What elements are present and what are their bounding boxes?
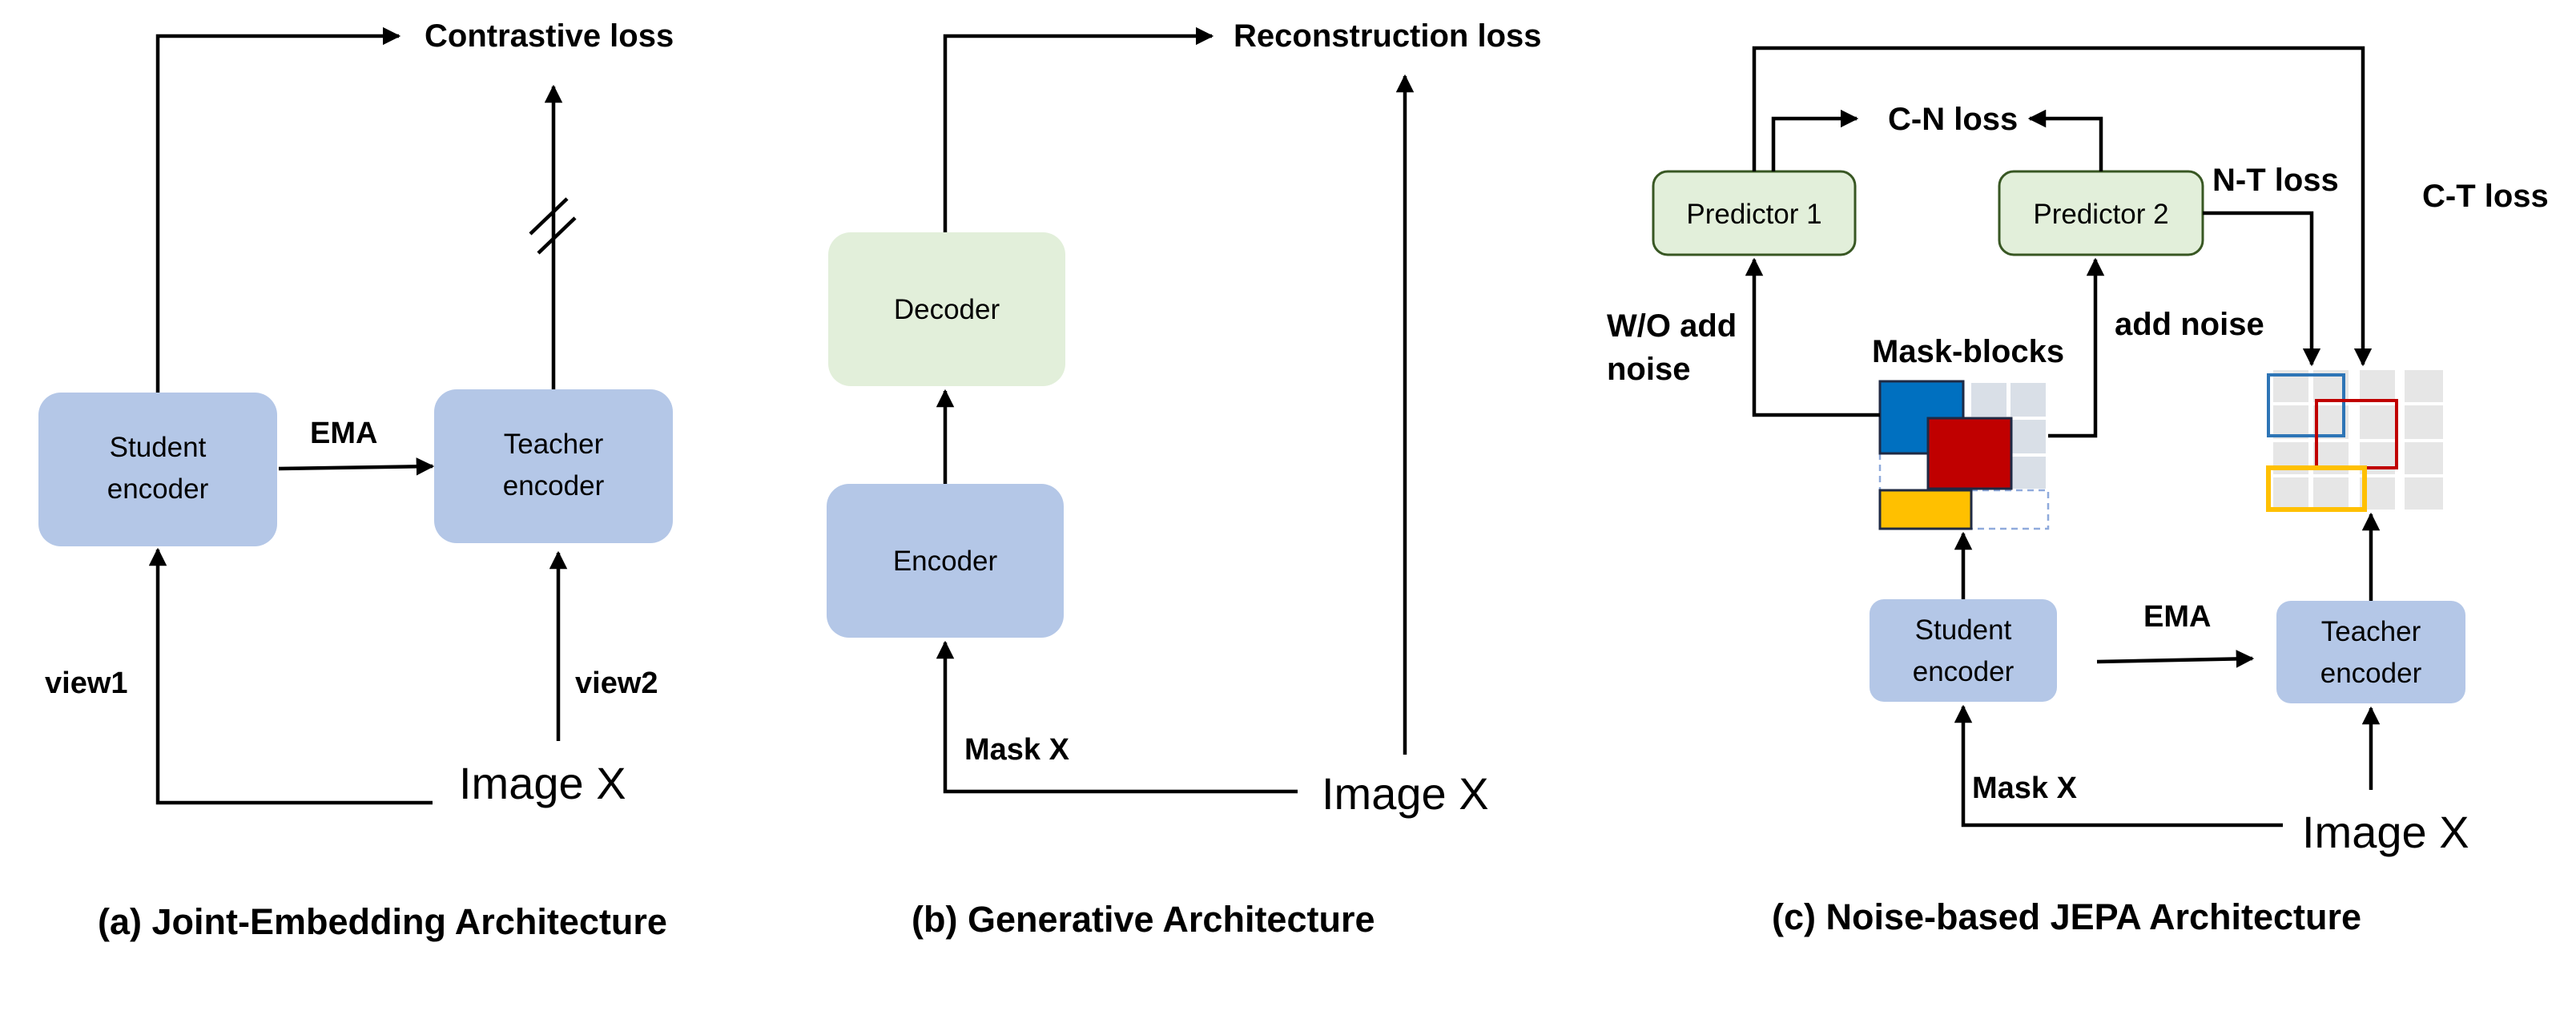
target-grid-cell <box>2313 477 2349 510</box>
panel-b: Decoder Encoder Reconstruction loss Mask… <box>827 18 1542 940</box>
wo-noise-label-line1: W/O add <box>1607 308 1737 344</box>
student-encoder-label-line1: Student <box>110 432 207 463</box>
image-to-student-edge <box>148 547 433 805</box>
mask-x-label: Mask X <box>964 733 1070 767</box>
mask-to-predictor2-edge <box>2048 257 2105 438</box>
target-grid-cell <box>2405 477 2443 510</box>
target-grid-cell <box>2405 370 2443 402</box>
mask-blocks-grid <box>1878 380 2050 530</box>
predictor2-to-target-edge <box>2203 211 2321 367</box>
target-outline-blue <box>2267 373 2345 437</box>
decoder-node <box>828 232 1065 386</box>
mask-grid-cell <box>2010 457 2046 489</box>
mask-grid-cell <box>2010 420 2046 453</box>
ct-loss-label: C-T loss <box>2422 179 2549 214</box>
caption-b: (b) Generative Architecture <box>912 899 1375 940</box>
mask-blocks-label: Mask-blocks <box>1872 334 2064 369</box>
mask-x-label-c: Mask X <box>1972 771 2078 805</box>
caption-a: (a) Joint-Embedding Architecture <box>98 901 667 942</box>
mask-grid-empty-cell <box>1970 489 2050 530</box>
view2-label: view2 <box>575 667 658 700</box>
student-encoder-c-line1: Student <box>1915 614 2012 646</box>
stop-gradient-slash-1 <box>529 197 569 236</box>
teacher-encoder-c-line2: encoder <box>2320 658 2422 689</box>
teacher-encoder-label-line2: encoder <box>503 470 605 501</box>
target-grid <box>2266 370 2443 512</box>
teacher-encoder-c-line1: Teacher <box>2321 616 2421 647</box>
student-to-loss-edge <box>155 26 401 393</box>
mask-to-predictor1-edge <box>1745 257 1880 417</box>
cn-loss-label: C-N loss <box>1888 102 2018 137</box>
student-encoder-label-line2: encoder <box>107 473 209 505</box>
teacher-encoder-node <box>434 389 673 543</box>
panel-c: Predictor 1 Predictor 2 C-N loss N-T los… <box>1607 46 2549 937</box>
student-encoder-node <box>38 393 277 546</box>
caption-c: (c) Noise-based JEPA Architecture <box>1772 896 2361 937</box>
wo-noise-label-line2: noise <box>1607 352 1690 387</box>
target-outline-yellow <box>2266 465 2367 512</box>
image-x-label-c: Image X <box>2302 807 2469 857</box>
target-grid-cell <box>2360 405 2395 439</box>
contrastive-loss-label: Contrastive loss <box>425 18 674 54</box>
predictor1-to-cn-loss-edge <box>1771 109 1859 171</box>
nt-loss-label: N-T loss <box>2212 163 2339 198</box>
student-encoder-c-line2: encoder <box>1913 656 2015 687</box>
ema-label-c: EMA <box>2143 600 2211 634</box>
predictor2-to-cn-loss-edge <box>2027 109 2103 171</box>
image-x-label-b: Image X <box>1322 768 1489 819</box>
mask-block-red <box>1926 417 2013 490</box>
reconstruction-loss-label: Reconstruction loss <box>1234 18 1542 54</box>
target-grid-cell <box>2405 442 2443 474</box>
panel-a: Student encoder Teacher encoder Contrast… <box>38 18 674 942</box>
image-to-student-c-edge <box>1954 704 2283 828</box>
mask-grid-cell <box>2010 383 2046 417</box>
mask-grid-cell <box>1971 383 2006 417</box>
student-to-target-ct-edge <box>1752 46 2373 367</box>
ema-edge-c <box>2096 650 2255 668</box>
student-encoder-node-c <box>1870 599 2057 702</box>
teacher-encoder-label-line1: Teacher <box>504 429 604 460</box>
image-x-label: Image X <box>459 758 626 808</box>
teacher-encoder-node-c <box>2276 601 2465 703</box>
stop-gradient-slash-2 <box>537 216 577 255</box>
ema-edge <box>278 457 435 476</box>
decoder-to-loss-edge <box>943 26 1214 232</box>
add-noise-label: add noise <box>2115 307 2264 342</box>
decoder-label: Decoder <box>894 294 1000 325</box>
target-grid-cell <box>2273 477 2308 510</box>
image-to-encoder-edge <box>936 640 1298 794</box>
target-grid-cell <box>2405 405 2443 439</box>
ema-label: EMA <box>310 417 377 450</box>
mask-block-yellow <box>1878 489 1973 530</box>
target-grid-cell <box>2360 370 2395 402</box>
encoder-label: Encoder <box>893 546 998 577</box>
predictor-2-label: Predictor 2 <box>2033 199 2168 230</box>
predictor-1-label: Predictor 1 <box>1686 199 1821 230</box>
view1-label: view1 <box>45 667 128 700</box>
encoder-node <box>827 484 1064 638</box>
target-grid-cell <box>2273 405 2308 439</box>
